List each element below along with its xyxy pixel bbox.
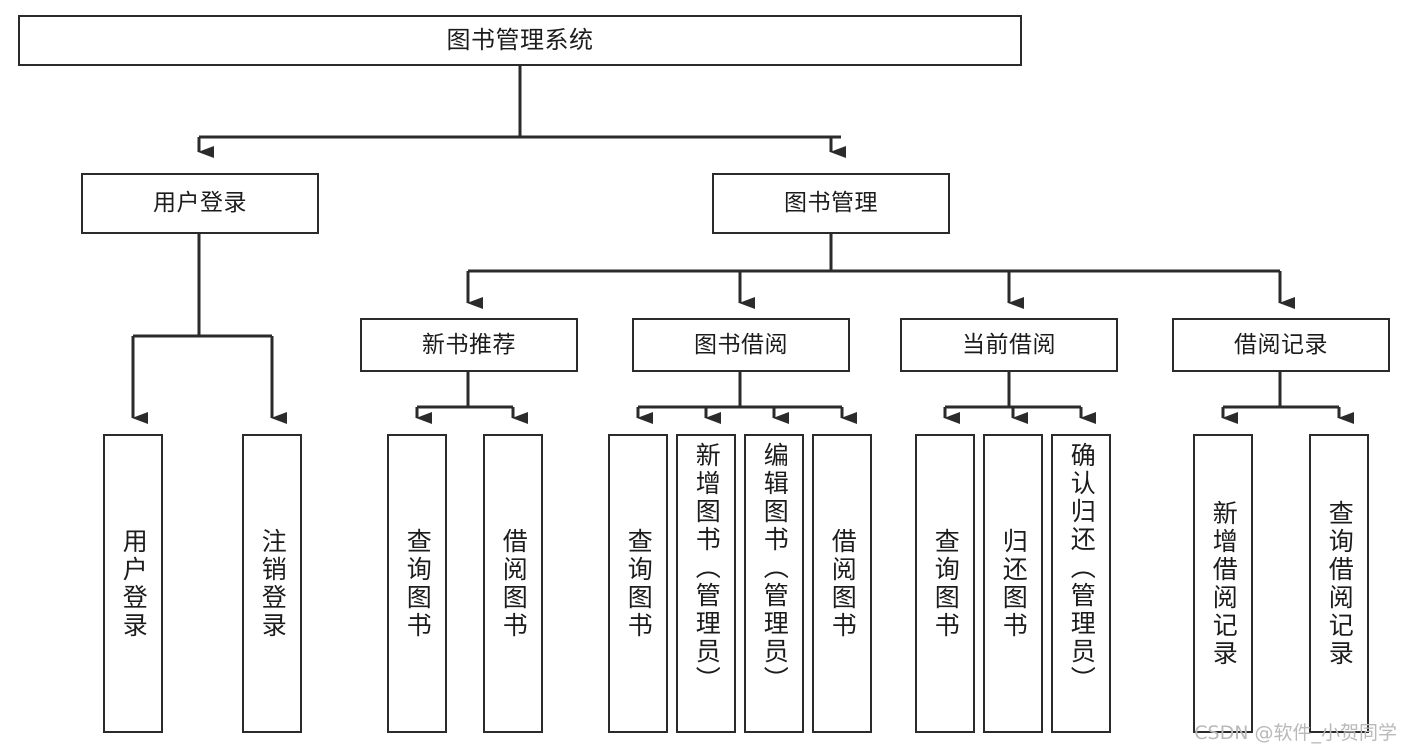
node-label: 归还图书 [999,527,1029,640]
node-book-borrowing[interactable]: 图书借阅 [632,318,850,372]
leaf-book-borrow-borrow-books[interactable]: 借阅图书 [812,434,872,733]
node-label: 图书借阅 [694,331,788,358]
node-label: 新增图书（管理员） [692,442,722,694]
node-label: 图书管理 [784,190,878,217]
leaf-current-borrow-confirm-return-admin[interactable]: 确认归还（管理员） [1051,434,1111,733]
node-label: 当前借阅 [962,331,1056,358]
node-label: 用户登录 [119,527,149,640]
node-label: 查询借阅记录 [1325,499,1355,668]
node-current-borrowing[interactable]: 当前借阅 [900,318,1118,372]
node-root-book-management-system[interactable]: 图书管理系统 [18,15,1022,66]
leaf-book-borrow-query-books[interactable]: 查询图书 [608,434,668,733]
csdn-watermark: CSDN @软件_小贺同学 [1194,722,1397,744]
node-label: 查询图书 [931,527,961,640]
leaf-current-borrow-return-books[interactable]: 归还图书 [983,434,1043,733]
node-borrowing-record[interactable]: 借阅记录 [1172,318,1390,372]
node-label: 借阅记录 [1234,331,1328,358]
node-label: 借阅图书 [499,527,529,640]
node-book-management[interactable]: 图书管理 [712,173,950,234]
leaf-new-book-borrow-books[interactable]: 借阅图书 [483,434,543,733]
leaf-borrow-record-add-record[interactable]: 新增借阅记录 [1193,434,1253,733]
leaf-user-login-signout[interactable]: 注销登录 [242,434,302,733]
node-label: 查询图书 [624,527,654,640]
leaf-current-borrow-query-books[interactable]: 查询图书 [915,434,975,733]
node-label: 用户登录 [153,190,247,217]
leaf-user-login-signin[interactable]: 用户登录 [103,434,163,733]
node-label: 图书管理系统 [446,25,594,54]
leaf-book-borrow-edit-book-admin[interactable]: 编辑图书（管理员） [744,434,804,733]
leaf-borrow-record-query-record[interactable]: 查询借阅记录 [1309,434,1369,733]
node-label: 编辑图书（管理员） [760,442,790,694]
node-label: 新书推荐 [422,331,516,358]
node-label: 查询图书 [403,527,433,640]
node-user-login[interactable]: 用户登录 [81,173,319,234]
node-label: 新增借阅记录 [1209,499,1239,668]
node-new-book-recommendation[interactable]: 新书推荐 [360,318,578,372]
node-label: 确认归还（管理员） [1067,442,1097,694]
leaf-new-book-query-books[interactable]: 查询图书 [387,434,447,733]
node-label: 借阅图书 [828,527,858,640]
node-label: 注销登录 [258,527,288,640]
leaf-book-borrow-add-book-admin[interactable]: 新增图书（管理员） [676,434,736,733]
